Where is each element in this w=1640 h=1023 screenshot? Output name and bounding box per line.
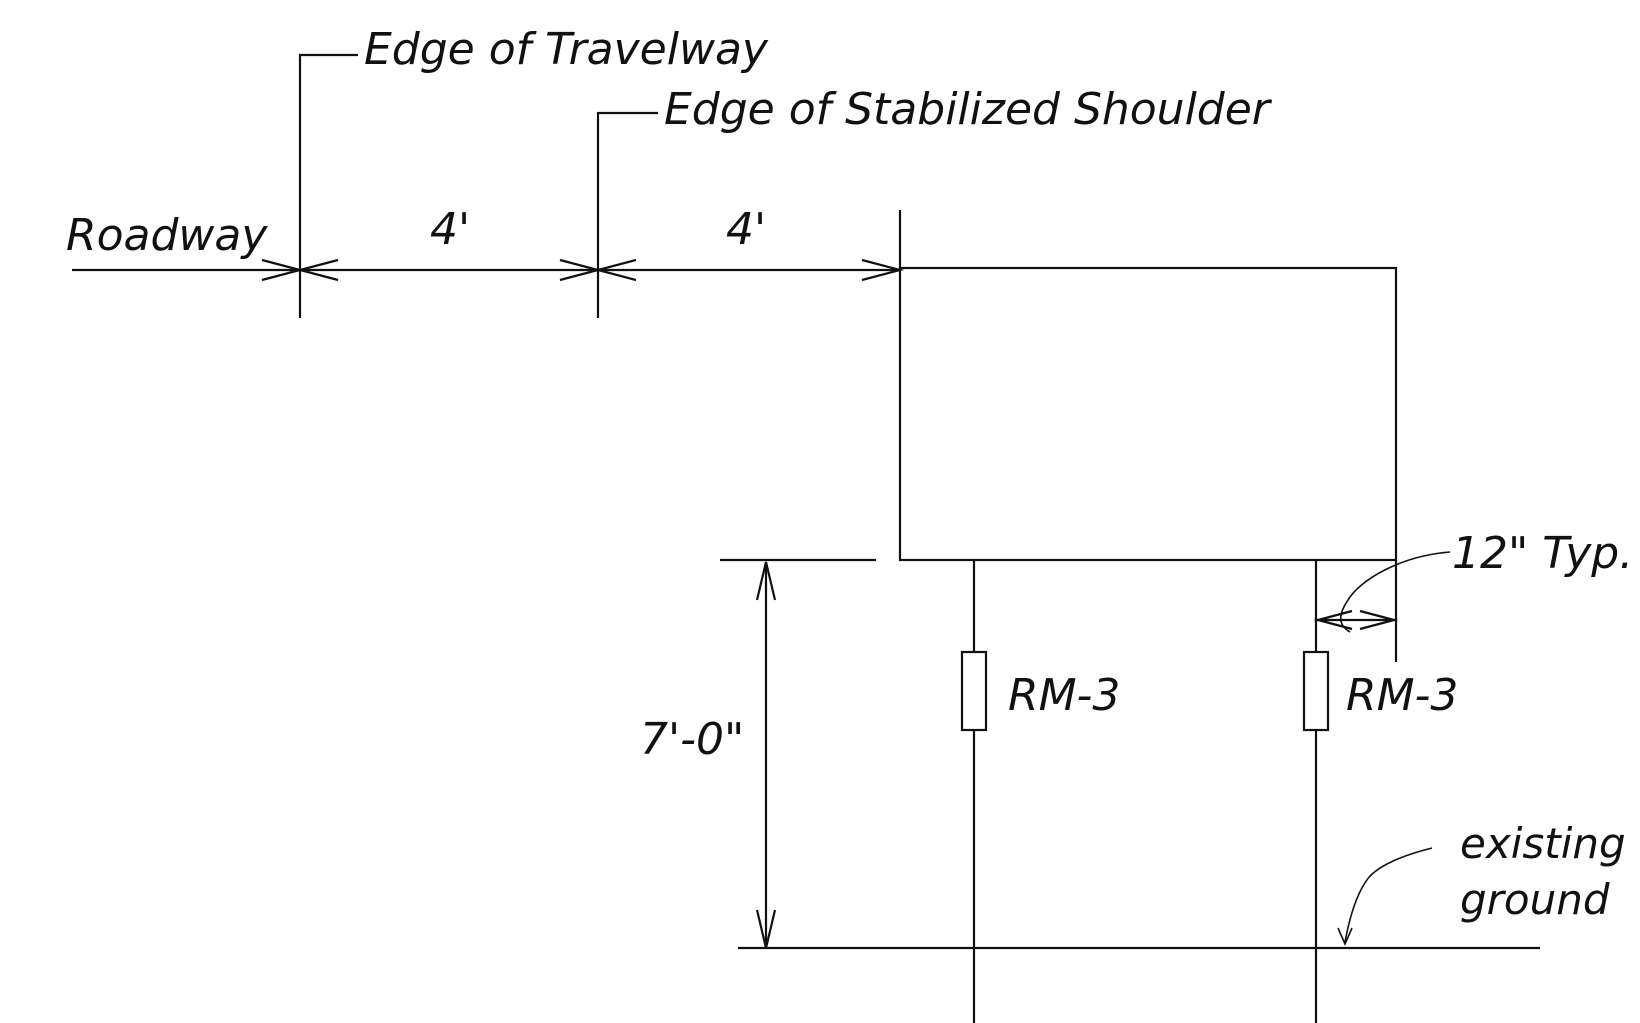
roadway-label: Roadway bbox=[66, 210, 268, 261]
sign-panel bbox=[898, 266, 1398, 562]
edge-of-shoulder-leader bbox=[596, 111, 658, 318]
ground-note-line1: existing bbox=[1460, 819, 1626, 868]
post-offset-note: 12" Typ. bbox=[1452, 528, 1633, 579]
arrow-out-travelway-right bbox=[295, 258, 339, 282]
edge-of-travelway-label: Edge of Travelway bbox=[364, 24, 769, 75]
post-offset-note-leader bbox=[1339, 551, 1451, 633]
mounting-height-label: 7'-0" bbox=[640, 714, 744, 765]
mounting-height-arrow-top bbox=[755, 561, 777, 601]
offset-shoulder-to-sign: 4' bbox=[726, 204, 766, 255]
post-offset-arrow-right bbox=[1359, 609, 1399, 631]
arrow-out-shoulder-right bbox=[593, 258, 637, 282]
ground-note-arrowhead bbox=[1337, 927, 1353, 946]
left-breakaway-coupling bbox=[960, 650, 988, 732]
left-breakaway-label: RM-3 bbox=[1008, 670, 1120, 721]
right-breakaway-coupling bbox=[1302, 650, 1330, 732]
ground-note-leader bbox=[1344, 847, 1433, 943]
ground-note-line2: ground bbox=[1460, 875, 1610, 924]
edge-of-shoulder-label: Edge of Stabilized Shoulder bbox=[664, 84, 1273, 135]
offset-travelway-to-shoulder: 4' bbox=[430, 204, 470, 255]
edge-of-travelway-leader bbox=[298, 53, 358, 318]
right-breakaway-label: RM-3 bbox=[1346, 670, 1458, 721]
